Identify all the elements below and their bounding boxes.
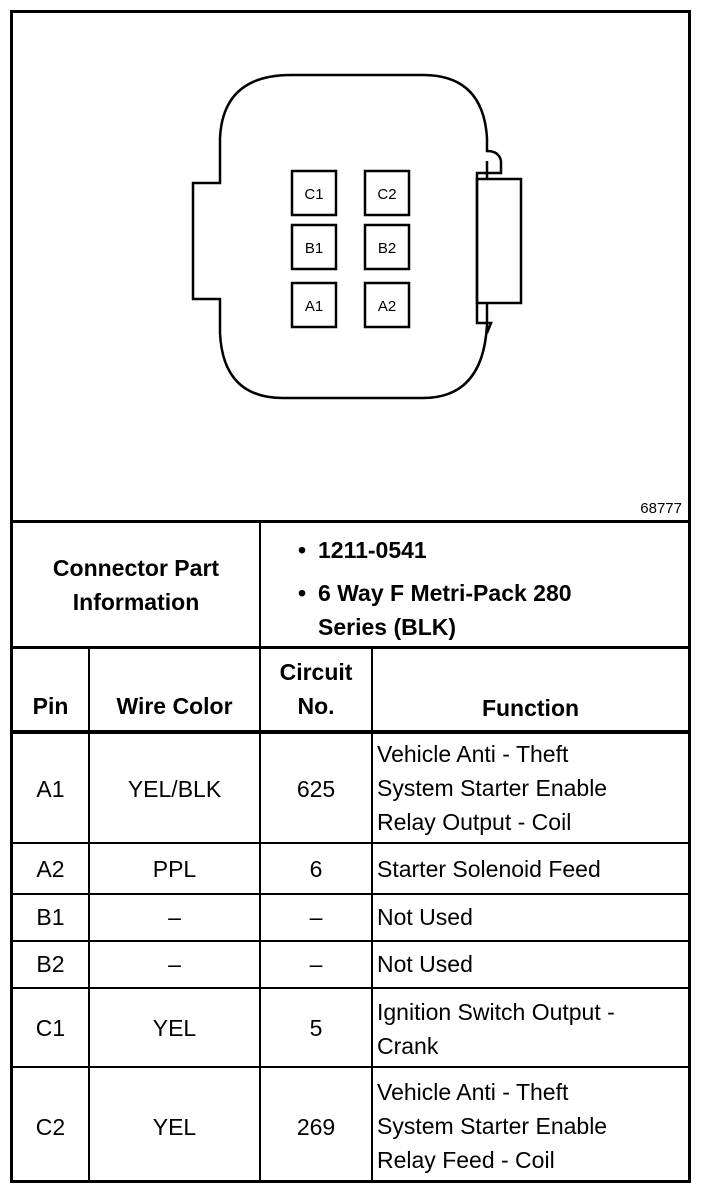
pin-cavity-b1 [290, 223, 338, 271]
table-cell-circuit: 625 [296, 776, 336, 802]
pin-cavity-a2 [363, 281, 411, 329]
table-cell-wire-color: – [168, 904, 181, 930]
table-cell-pin: A1 [36, 776, 65, 802]
divider [13, 520, 688, 523]
divider [88, 649, 90, 1180]
pin-column-header: Pin [32, 693, 69, 719]
bullet-icon: • [298, 580, 307, 606]
table-cell-function: Not Used [377, 951, 473, 977]
table-cell-function: Ignition Switch Output - Crank [377, 999, 615, 1059]
part-info-heading: Connector Part Information [52, 555, 220, 615]
wire-color-column-header: Wire Color [116, 693, 233, 719]
table-cell-circuit: – [309, 904, 323, 930]
pin-label: A2 [378, 298, 396, 315]
divider [259, 523, 261, 646]
table-cell-circuit: – [309, 951, 323, 977]
table-cell-wire-color: – [168, 951, 181, 977]
pin-cavity-c2 [363, 169, 411, 217]
table-cell-circuit: 5 [309, 1015, 323, 1041]
pin-label: C2 [377, 186, 396, 203]
table-cell-wire-color: YEL [152, 1114, 197, 1140]
divider [259, 649, 261, 1180]
circuit-column-header: Circuit No. [279, 659, 353, 719]
bullet-icon: • [298, 537, 307, 563]
pin-cavity-a1 [290, 281, 338, 329]
table-cell-pin: C2 [35, 1114, 66, 1140]
divider [13, 646, 688, 649]
table-cell-pin: B2 [36, 951, 65, 977]
function-column-header: Function [481, 695, 580, 721]
pin-label: B2 [378, 240, 396, 257]
pin-cavity-c1 [290, 169, 338, 217]
table-cell-function: Starter Solenoid Feed [377, 856, 601, 882]
pin-label: B1 [305, 240, 323, 257]
table-cell-wire-color: PPL [152, 856, 197, 882]
pin-label: C1 [304, 186, 323, 203]
table-cell-circuit: 269 [296, 1114, 336, 1140]
connector-latch [475, 177, 523, 305]
divider [13, 987, 688, 989]
divider [13, 730, 688, 734]
table-cell-pin: C1 [35, 1015, 66, 1041]
connector-type-bullet: • 6 Way F Metri-Pack 280 Series (BLK) [298, 576, 572, 644]
table-cell-pin: B1 [36, 904, 65, 930]
divider [13, 893, 688, 895]
table-cell-circuit: 6 [309, 856, 323, 882]
part-number-bullet: • 1211-0541 [298, 533, 427, 567]
table-cell-pin: A2 [36, 856, 65, 882]
divider [13, 1066, 688, 1068]
divider [13, 940, 688, 942]
table-cell-function: Vehicle Anti - Theft System Starter Enab… [377, 1079, 608, 1173]
table-cell-wire-color: YEL [152, 1015, 197, 1041]
divider [371, 649, 373, 1180]
table-cell-function: Vehicle Anti - Theft System Starter Enab… [377, 741, 608, 835]
connector-body-outline [191, 73, 503, 400]
table-cell-function: Not Used [377, 904, 473, 930]
drawing-number: 68777 [640, 500, 682, 517]
pin-label: A1 [305, 298, 323, 315]
table-cell-wire-color: YEL/BLK [127, 776, 222, 802]
pin-cavity-b2 [363, 223, 411, 271]
divider [13, 842, 688, 844]
